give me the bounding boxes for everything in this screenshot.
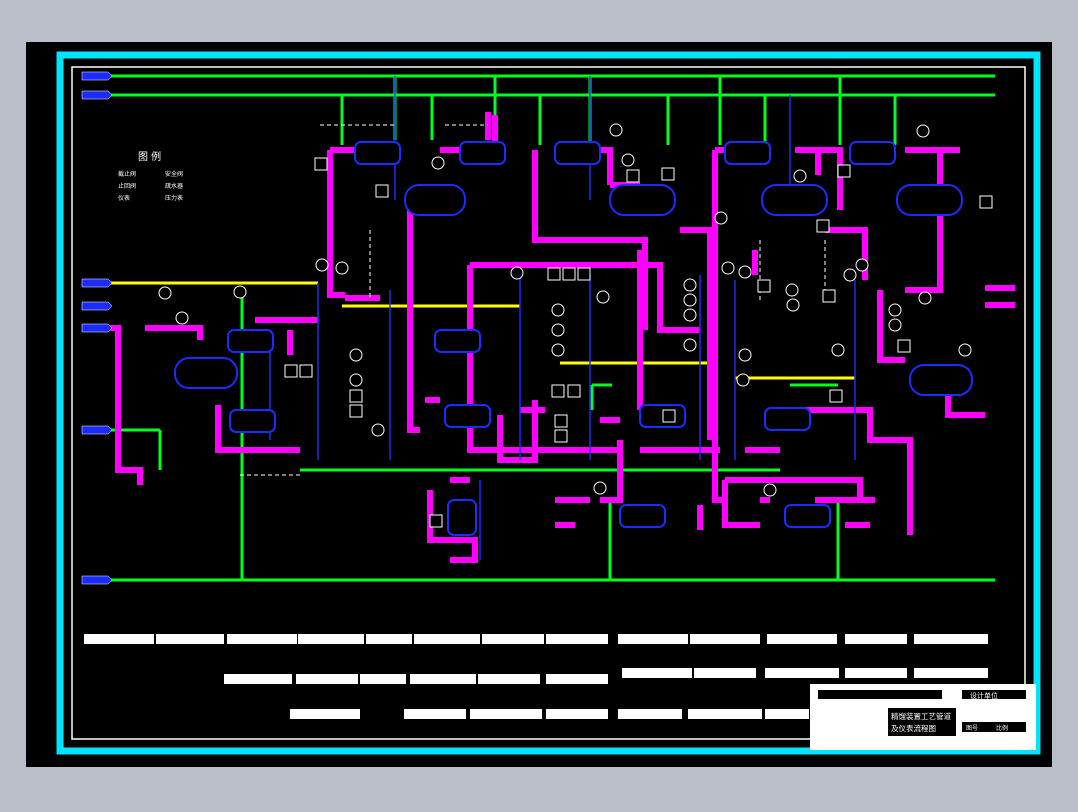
instrument-boxes [284,157,993,528]
legend: 图 例 截止阀 安全阀 止回阀 疏水器 仪表 压力表 [118,150,183,202]
title-block-drawing-no: 图号 [966,725,978,732]
equipment-table [84,634,988,719]
legend-item-1: 截止阀 [118,170,136,178]
drawing-title-line-1: 精馏装置工艺管道 [891,711,951,721]
legend-item-3: 止回阀 [118,182,136,190]
left-header-tags [81,71,113,585]
title-block: 设计单位 精馏装置工艺管道 及仪表流程图 图号 比例 [810,684,1036,750]
inner-frame [71,66,1026,740]
drawing-sheet [26,42,1052,767]
title-block-scale: 比例 [996,724,1008,732]
outer-frame [56,51,1041,755]
legend-item-5: 仪表 [118,194,130,202]
instrument-bubbles [158,123,972,497]
legend-item-2: 安全阀 [165,170,183,178]
title-block-company: 设计单位 [970,691,998,700]
drawing-title-line-2: 及仪表流程图 [891,723,936,733]
legend-title: 图 例 [138,150,161,163]
legend-item-6: 压力表 [165,194,183,202]
vessels [174,141,973,536]
feed-lines [110,281,855,380]
legend-item-4: 疏水器 [165,182,183,190]
